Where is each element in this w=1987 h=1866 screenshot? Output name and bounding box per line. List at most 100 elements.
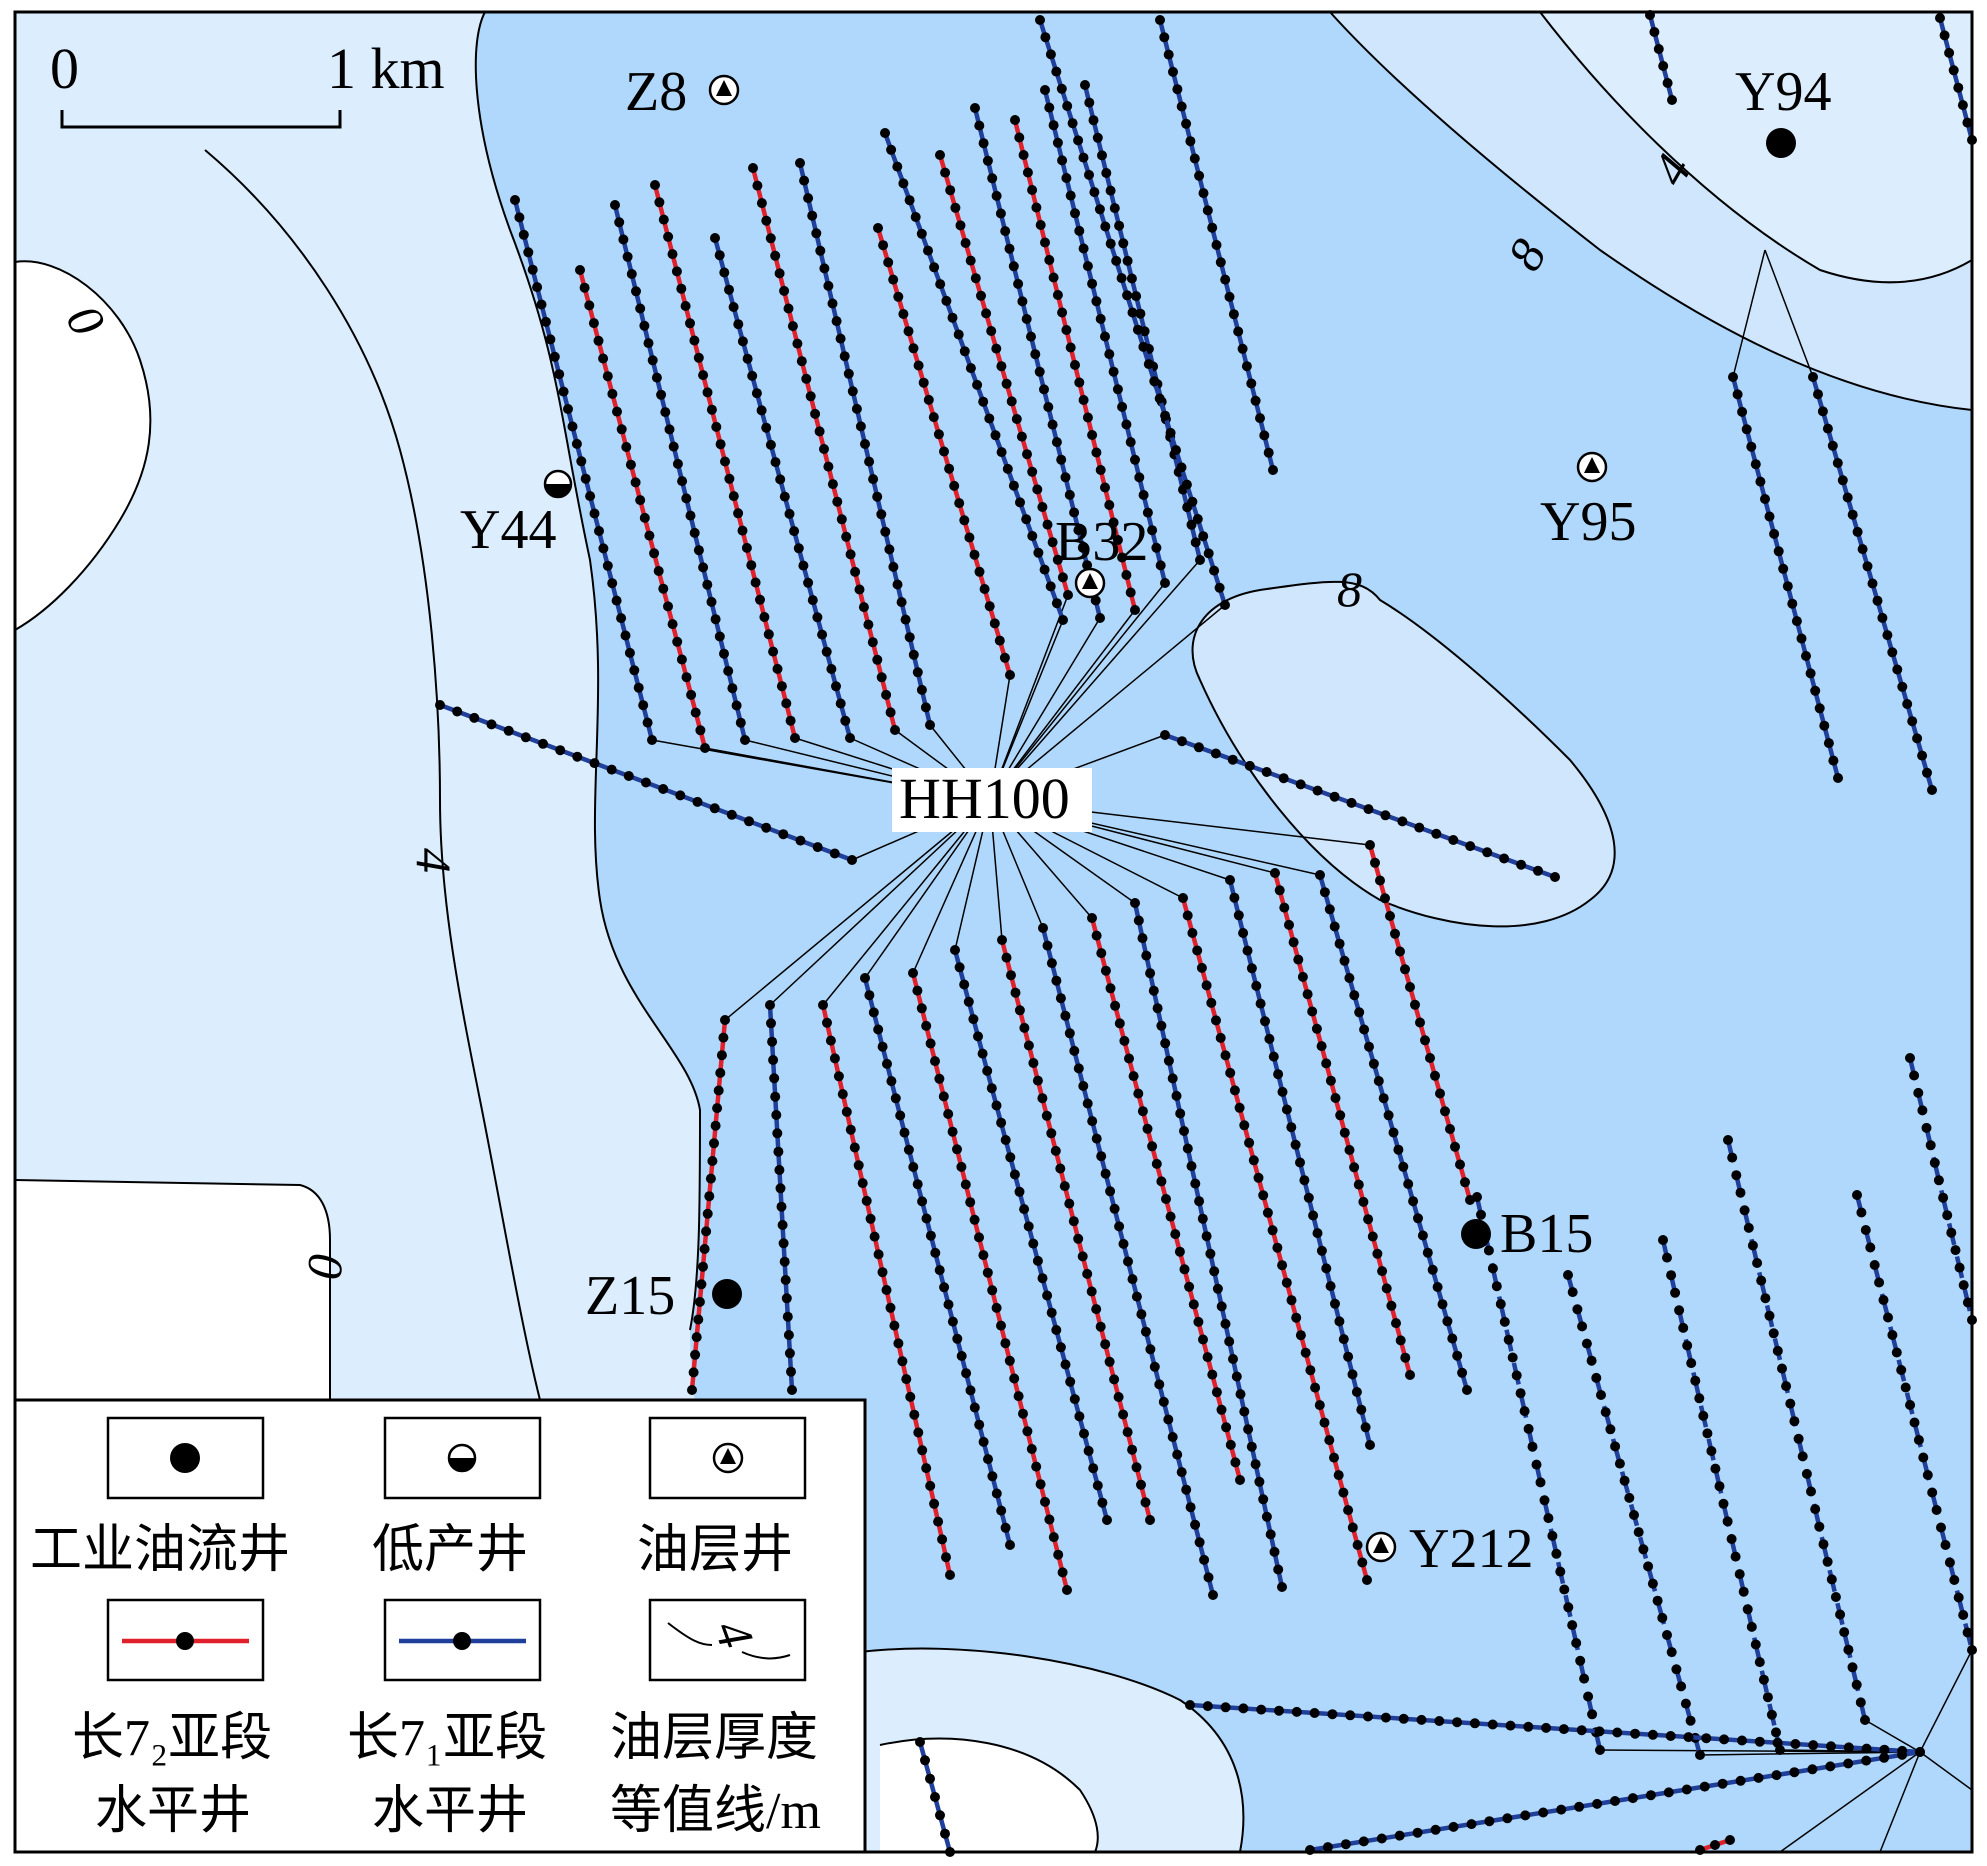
feeder-line-14	[989, 559, 1201, 801]
legend-label-contour-line2: 等值线/m	[610, 1783, 821, 1840]
zone-8-plus-northeast-inner	[1540, 12, 1972, 283]
horizontal-well-change71-24[interactable]	[950, 945, 1112, 1525]
legend-label-change71-line1: 长7₁亚段	[347, 1710, 547, 1767]
horizontal-well-change72-2[interactable]	[575, 265, 710, 753]
legend-label-contour-line1: 油层厚度	[610, 1710, 818, 1767]
horizontal-well-change71-7[interactable]	[795, 158, 935, 730]
scale-bar-end-label: 1 km	[327, 36, 445, 101]
contour-line-4-northeast	[1539, 11, 1973, 284]
apex-connector-1	[1732, 249, 1766, 378]
horizontal-well-change72-6[interactable]	[748, 163, 900, 735]
horizontal-well-change72-19[interactable]	[687, 1015, 730, 1395]
horizontal-well-change71-22[interactable]	[860, 973, 1015, 1550]
horizontal-well-change71-16[interactable]	[1155, 15, 1278, 475]
horizontal-well-change71-13[interactable]	[1040, 85, 1170, 588]
half-filled-circle-icon	[447, 1443, 477, 1473]
horizontal-well-change72-23[interactable]	[908, 968, 1072, 1595]
feeder-line-20	[822, 799, 991, 1006]
contour-line-south-lobe	[859, 1647, 1245, 1853]
contour-line-8-northeast	[1329, 11, 1973, 411]
zone-8-plus-center	[1192, 581, 1615, 927]
horizontal-well-change72-27[interactable]	[1087, 913, 1245, 1485]
horizontal-well-change72-31[interactable]	[1270, 868, 1415, 1380]
horizontal-well-change71-18[interactable]	[1160, 730, 1560, 882]
well-Y44[interactable]: Y44	[460, 469, 573, 561]
blue-horizontal-well-icon	[399, 1632, 526, 1650]
horizontal-well-change71-43[interactable]	[1935, 13, 1977, 145]
legend-label-low-production-well: 低产井	[372, 1522, 528, 1579]
se-feeder-line-4	[1864, 1719, 1921, 1753]
horizontal-well-change71-15[interactable]	[1035, 15, 1230, 610]
well-B15[interactable]: B15	[1461, 1203, 1593, 1265]
zone-0-west-upper	[15, 261, 151, 630]
well-Z15[interactable]: Z15	[585, 1265, 742, 1327]
well-B32[interactable]: B32	[1055, 511, 1148, 599]
horizontal-well-change71-17[interactable]	[435, 700, 857, 865]
horizontal-well-change71-11[interactable]	[970, 103, 1105, 623]
horizontal-wells	[435, 10, 1977, 1857]
horizontal-well-change71-37[interactable]	[1563, 1270, 1705, 1760]
horizontal-well-change71-1[interactable]	[510, 195, 657, 745]
horizontal-well-change71-44[interactable]	[1185, 1700, 1925, 1757]
horizontal-well-change71-3[interactable]	[610, 200, 750, 745]
horizontal-well-change71-39[interactable]	[1723, 1135, 1870, 1725]
well-Y212[interactable]: Y212	[1365, 1518, 1533, 1580]
red-horizontal-well-icon	[122, 1632, 249, 1650]
horizontal-well-change71-40[interactable]	[1852, 1190, 1977, 1655]
horizontal-well-change71-41[interactable]	[1905, 1053, 1977, 1325]
horizontal-well-change71-36[interactable]	[1472, 1192, 1605, 1755]
well-label-B15: B15	[1500, 1203, 1593, 1265]
well-label-Y44: Y44	[460, 499, 556, 561]
horizontal-well-change71-26[interactable]	[1038, 923, 1218, 1600]
horizontal-well-change72-46[interactable]	[1695, 1835, 1735, 1855]
legend-label-change72-line2: 水平井	[95, 1783, 251, 1840]
well-label-Y95: Y95	[1540, 491, 1636, 553]
horizontal-well-change71-35[interactable]	[1808, 372, 1937, 795]
contour-line-0-west-lower	[14, 1179, 331, 1400]
legend: 工业油流井 低产井 油层井 4 长7₂亚段 水平井 长7₁亚段 水平井 油层厚度…	[13, 1398, 867, 1854]
horizontal-well-change71-20[interactable]	[765, 1000, 797, 1395]
horizontal-well-change72-4[interactable]	[650, 180, 800, 743]
horizontal-well-change72-8[interactable]	[873, 223, 1015, 680]
contour-line-4-west	[204, 149, 541, 1401]
horizontal-well-change71-32[interactable]	[1315, 870, 1472, 1395]
se-feeder-line-8	[1779, 1751, 1921, 1853]
filled-dot-icon	[170, 1443, 200, 1473]
legend-label-industrial-oil-flow-well: 工业油流井	[30, 1522, 290, 1579]
horizontal-well-change71-34[interactable]	[1728, 372, 1843, 783]
feeder-line-10	[989, 594, 1069, 801]
platform-HH100[interactable]: HH100	[892, 766, 1092, 832]
horizontal-well-change71-38[interactable]	[1658, 1235, 1785, 1755]
contour-label-0-west-lower: 0	[297, 1251, 355, 1281]
se-feeder-line-6	[1919, 1751, 1973, 1791]
horizontal-well-change72-29[interactable]	[1178, 893, 1372, 1585]
contour-line-8-center	[1191, 580, 1616, 928]
horizontal-well-change71-42[interactable]	[1645, 10, 1677, 105]
contour-line-0-west-upper	[14, 260, 152, 631]
contour-line-0-south	[879, 1737, 1099, 1853]
well-Y95[interactable]: Y95	[1540, 451, 1636, 553]
horizontal-well-change72-10[interactable]	[935, 150, 1073, 600]
platform-label: HH100	[899, 766, 1070, 831]
scale-bar: 0 1 km	[50, 36, 445, 129]
zone-0-south	[880, 1738, 1098, 1852]
feeder-line-18	[724, 799, 991, 1021]
horizontal-well-change71-28[interactable]	[1130, 898, 1287, 1592]
horizontal-well-change71-47[interactable]	[915, 1737, 955, 1857]
horizontal-well-change72-25[interactable]	[997, 935, 1155, 1525]
horizontal-well-change71-30[interactable]	[1225, 875, 1375, 1450]
horizontal-well-change71-14[interactable]	[1080, 80, 1205, 565]
well-Z8[interactable]: Z8	[625, 61, 740, 123]
zone-0-west-lower	[15, 1180, 330, 1400]
horizontal-well-change71-9[interactable]	[880, 128, 1068, 625]
horizontal-well-change71-45[interactable]	[1305, 1747, 1925, 1855]
contour-line-4-central	[474, 11, 702, 1331]
horizontal-well-change71-5[interactable]	[710, 233, 855, 743]
well-Y94[interactable]: Y94	[1735, 61, 1831, 158]
well-label-Y94: Y94	[1735, 61, 1831, 123]
well-label-Z15: Z15	[585, 1265, 675, 1327]
circle-triangle-icon	[712, 1442, 744, 1474]
horizontal-well-change72-21[interactable]	[818, 1000, 955, 1580]
horizontal-well-change72-12[interactable]	[1010, 115, 1140, 615]
horizontal-well-change72-33[interactable]	[1365, 840, 1475, 1205]
